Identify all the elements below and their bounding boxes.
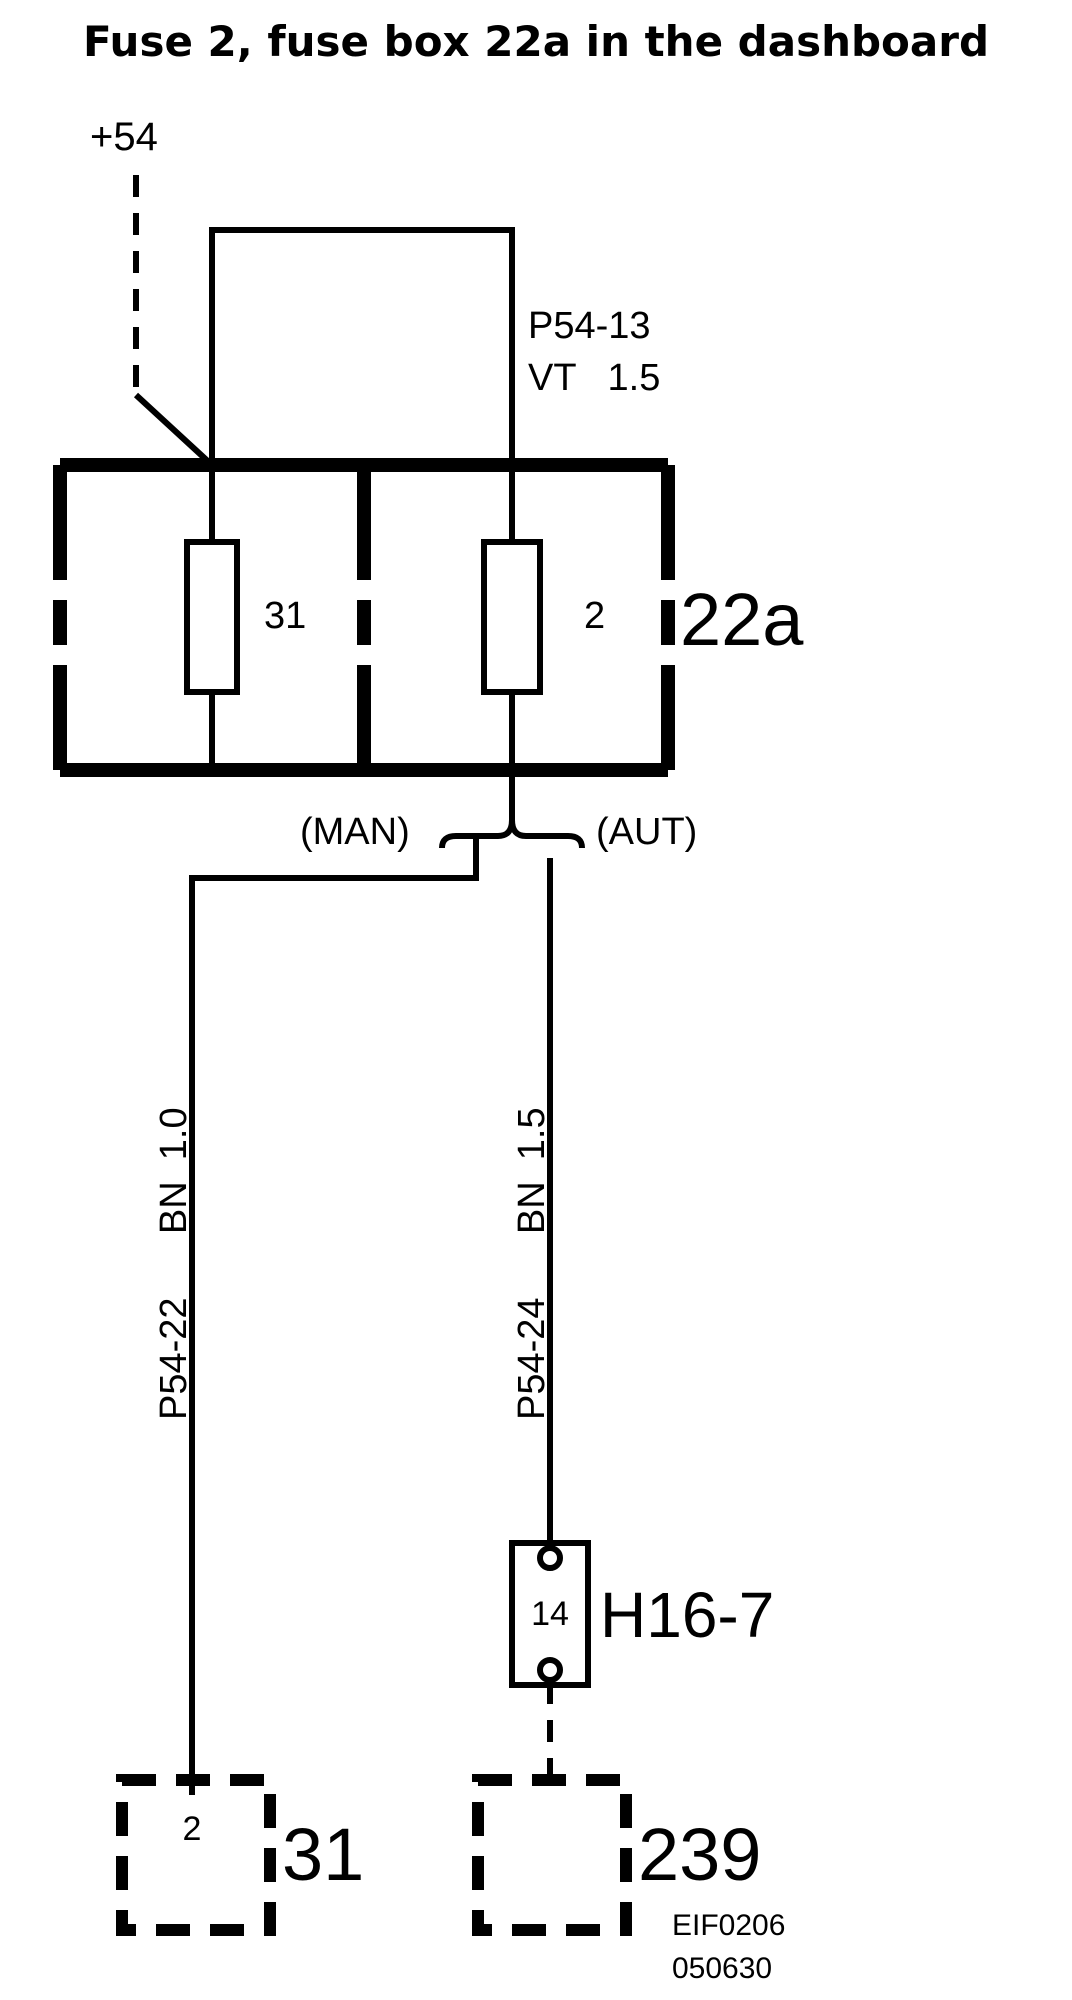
fuse-box-id-label: 22a — [680, 578, 804, 661]
connector-h16-7-bottom-terminal — [537, 1657, 563, 1683]
feed-wire-spec-label: VT 1.5 — [528, 357, 660, 399]
component-31-pin-label: 2 — [183, 1810, 202, 1848]
fuse-2 — [481, 539, 543, 695]
fuse-2-label: 2 — [584, 595, 605, 637]
wire-manual-label: P54-22 BN 1.0 — [153, 1107, 195, 1420]
fuse-31 — [184, 539, 240, 695]
feed-wire-connector-label: P54-13 — [528, 305, 651, 347]
supply-feed-diagonal — [133, 392, 215, 468]
connector-h16-7-top-terminal — [537, 1545, 563, 1571]
supply-label: +54 — [90, 115, 158, 159]
component-31-label: 31 — [282, 1813, 364, 1896]
doc-ref-code: EIF0206 — [672, 1909, 785, 1942]
connector-h16-7-label: H16-7 — [600, 1579, 774, 1651]
component-31 — [116, 1774, 276, 1936]
variant-man-label: (MAN) — [300, 811, 410, 853]
variant-aut-label: (AUT) — [596, 811, 697, 853]
wire-manual — [189, 838, 479, 1795]
wire-automatic-label: P54-24 BN 1.5 — [511, 1107, 553, 1420]
doc-ref-date: 050630 — [672, 1952, 772, 1985]
fuse-box-22a — [53, 458, 675, 777]
component-239 — [472, 1774, 632, 1936]
connector-h16-7-pin-label: 14 — [531, 1595, 569, 1633]
fuse-31-label: 31 — [264, 595, 306, 637]
component-239-label: 239 — [638, 1813, 761, 1896]
variant-brace — [439, 819, 585, 849]
feed-loop-wire — [209, 227, 515, 465]
diagram-title: Fuse 2, fuse box 22a in the dashboard — [83, 17, 989, 66]
